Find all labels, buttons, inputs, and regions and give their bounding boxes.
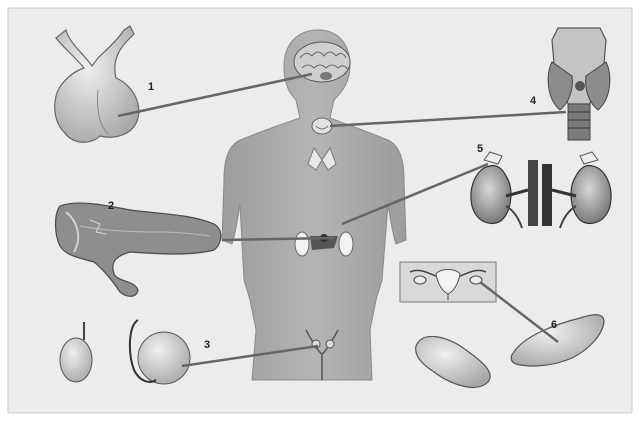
label-4: 4: [530, 95, 537, 107]
label-3: 3: [204, 339, 210, 351]
label-5: 5: [477, 143, 483, 155]
label-6: 6: [551, 319, 557, 331]
label-1: 1: [148, 81, 154, 93]
label-2: 2: [108, 200, 114, 212]
thyroid-small-icon: [312, 118, 332, 134]
